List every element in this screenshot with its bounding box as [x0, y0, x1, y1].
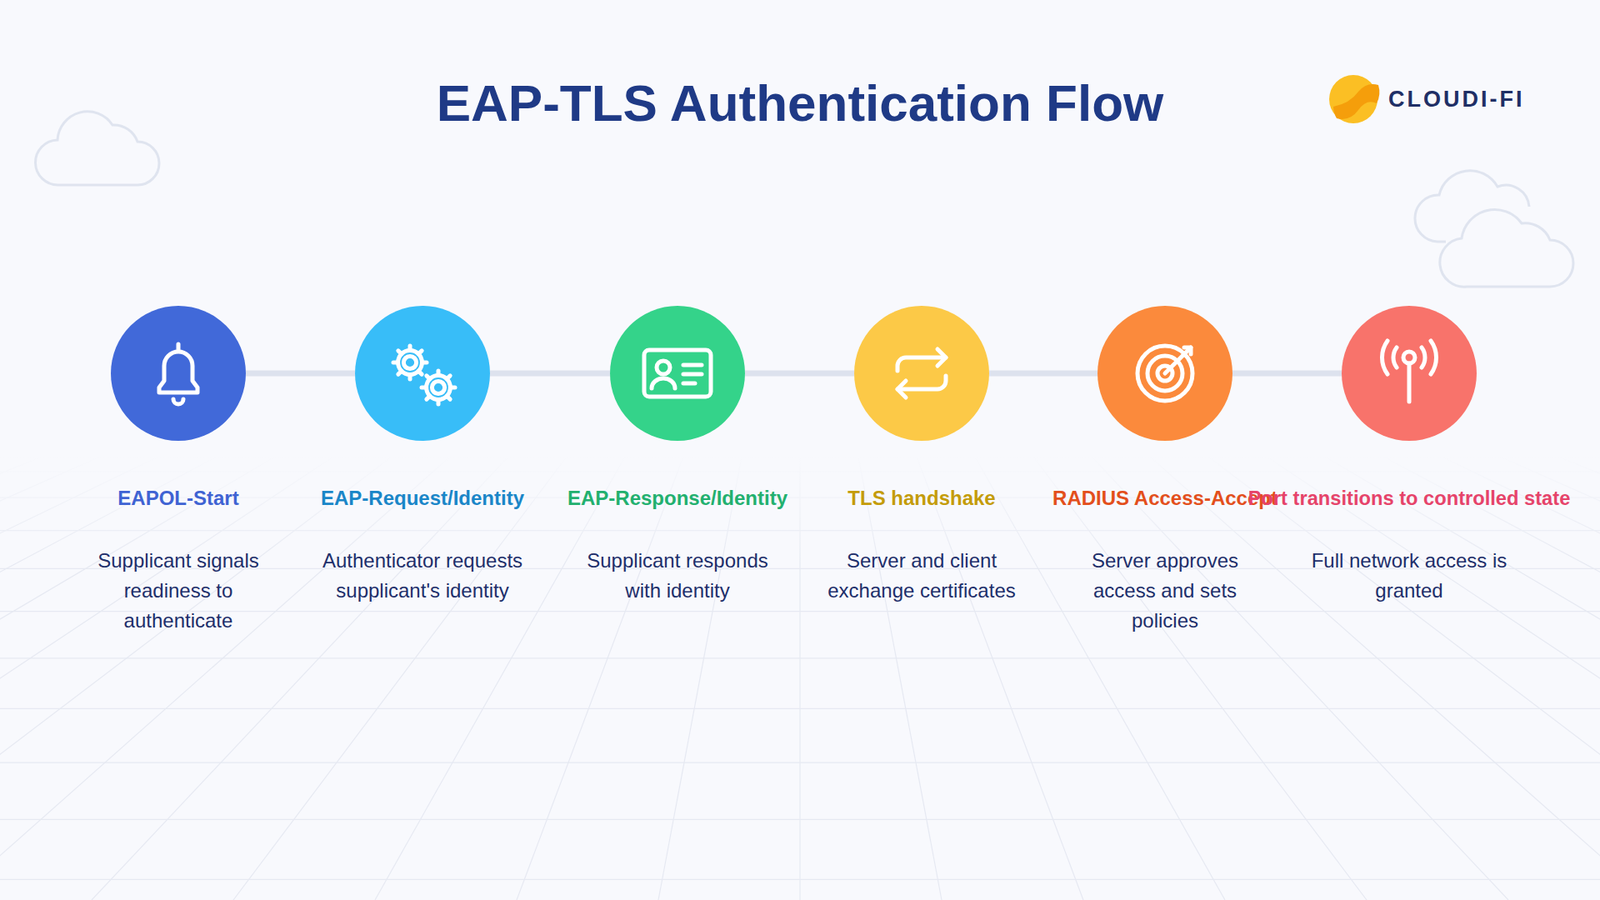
step-node: EAPOL-StartSupplicant signals readiness … [53, 305, 304, 636]
step-circle [355, 305, 490, 441]
step-node: Port transitions to controlled stateFull… [1284, 305, 1535, 606]
step-circle [1341, 305, 1477, 441]
heading-box: EAPOL-Start [53, 465, 304, 532]
heading-box: EAP-Response/Identity [552, 465, 803, 532]
step-circle [610, 305, 745, 441]
step-circle [1097, 305, 1233, 441]
step-heading: RADIUS Access-Accept [1052, 483, 1278, 514]
step-circle [110, 305, 246, 441]
logo-text: CLOUDI-FI [1388, 86, 1525, 113]
step-description: Authenticator requests supplicant's iden… [318, 545, 527, 606]
step-description: Full network access is granted [1305, 545, 1514, 606]
step-icon [854, 305, 990, 441]
step-icon [355, 305, 490, 441]
step-description: Server approves access and sets policies [1060, 545, 1270, 636]
step-node: EAP-Response/IdentitySupplicant responds… [552, 305, 803, 606]
step-heading: EAP-Response/Identity [567, 483, 788, 514]
step-node: RADIUS Access-AcceptServer approves acce… [1040, 305, 1290, 636]
connector-line [490, 370, 610, 377]
step-icon [1097, 305, 1233, 441]
step-icon [610, 305, 745, 441]
step-heading: EAPOL-Start [117, 483, 239, 514]
heading-box: Port transitions to controlled state [1284, 465, 1535, 532]
connector-line [1232, 370, 1342, 377]
step-heading: EAP-Request/Identity [320, 483, 525, 514]
step-node: TLS handshakeServer and client exchange … [796, 305, 1047, 606]
connector-line [745, 370, 855, 377]
step-description: Supplicant responds with identity [573, 545, 782, 606]
step-description: Supplicant signals readiness to authenti… [74, 545, 283, 636]
connector-line [245, 370, 355, 377]
connector-line [989, 370, 1098, 377]
heading-box: TLS handshake [796, 465, 1047, 532]
step-node: EAP-Request/IdentityAuthenticator reques… [297, 305, 548, 606]
cloud-outline [35, 111, 1574, 287]
heading-box: EAP-Request/Identity [297, 465, 548, 532]
step-icon [110, 305, 246, 441]
step-heading: TLS handshake [847, 483, 995, 514]
step-heading: Port transitions to controlled state [1248, 483, 1571, 514]
step-icon [1341, 305, 1477, 441]
logo-mark [1329, 75, 1380, 124]
step-description: Server and client exchange certificates [817, 545, 1026, 606]
step-circle [854, 305, 990, 441]
diagram-title: EAP-TLS Authentication Flow [0, 73, 1600, 133]
